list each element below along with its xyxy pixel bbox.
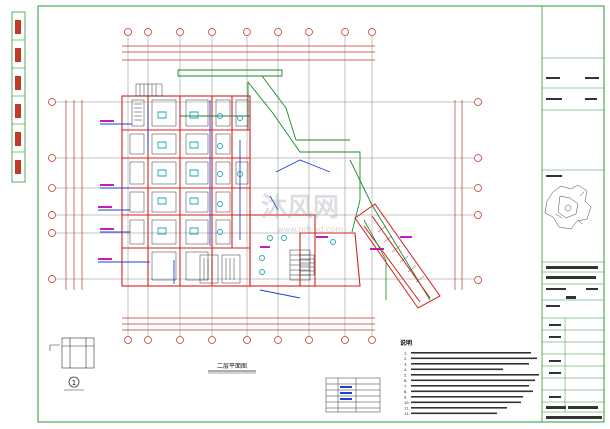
note-number: 9. xyxy=(404,396,407,400)
sanitary-fixtures xyxy=(157,111,336,275)
key-plan xyxy=(544,184,592,230)
symbol-legend xyxy=(325,377,381,413)
note-text-line xyxy=(411,374,539,376)
note-text-line xyxy=(411,379,535,382)
room-fixtures xyxy=(129,99,311,284)
note-number: 8. xyxy=(404,390,407,394)
watermark-url: www.mfcad.com xyxy=(277,225,343,234)
detail-section xyxy=(49,337,95,369)
note-text-line xyxy=(411,390,533,393)
note-text-line xyxy=(411,412,497,415)
watermark-logo: 沐风网 xyxy=(261,193,339,223)
notes-list: 1.2. 3.4. 5.6. 7.8. 9.10. 11.12. xyxy=(404,352,539,416)
diagonal-wing xyxy=(354,203,441,309)
building-walls xyxy=(121,95,361,287)
notes-title: 说明 xyxy=(400,339,412,347)
section-marker xyxy=(68,376,80,388)
note-number: 5. xyxy=(404,374,407,378)
note-number: 3. xyxy=(404,363,407,367)
note-text-line xyxy=(411,385,529,387)
stair-core xyxy=(135,83,315,276)
note-number: 4. xyxy=(404,368,407,372)
plan-title: 二层平面图 xyxy=(217,363,247,370)
note-number: 7. xyxy=(404,385,407,389)
note-text-line xyxy=(411,363,529,365)
title-block xyxy=(541,6,604,422)
sheet-border xyxy=(37,5,605,423)
section-marker-label: 1 xyxy=(72,379,76,387)
note-number: 10. xyxy=(404,401,410,405)
water-pipes xyxy=(98,100,331,299)
note-number: 11. xyxy=(404,407,410,411)
note-text-line xyxy=(411,407,507,409)
note-text-line xyxy=(411,352,531,354)
note-number: 12. xyxy=(404,412,410,416)
top-dimensions xyxy=(122,45,375,61)
note-number: 1. xyxy=(404,352,407,356)
note-text-line xyxy=(411,396,523,398)
note-text-line xyxy=(411,401,521,404)
note-number: 6. xyxy=(404,379,407,383)
note-text-line xyxy=(411,368,503,371)
axis-bubbles-side xyxy=(48,98,482,284)
axis-bubbles-top xyxy=(124,28,376,344)
left-ruler xyxy=(11,11,26,183)
note-text-line xyxy=(411,357,537,360)
note-number: 2. xyxy=(404,357,407,361)
